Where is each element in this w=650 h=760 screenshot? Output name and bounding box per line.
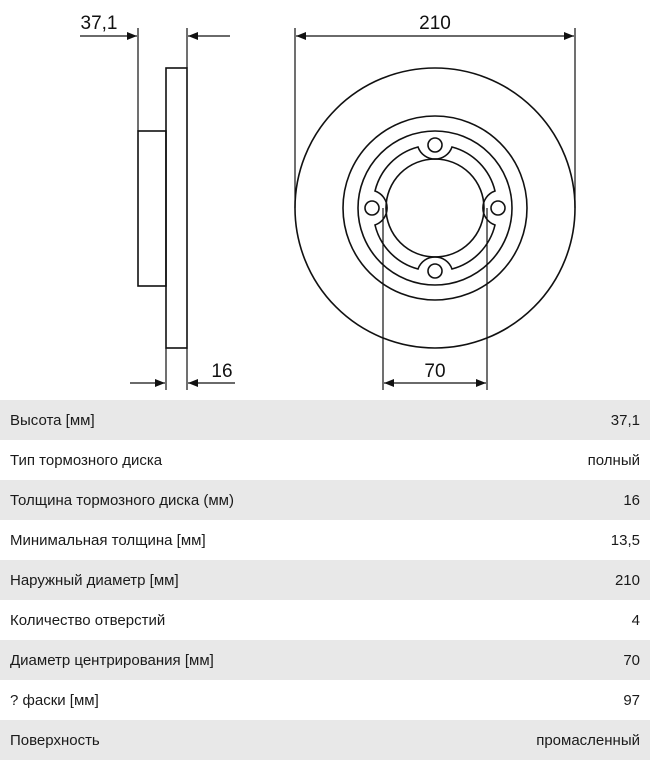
spec-value: 37,1 — [610, 411, 640, 429]
outer-diameter-dimension — [294, 28, 576, 208]
side-view-hub — [137, 130, 167, 287]
spec-value: 16 — [623, 491, 640, 509]
brake-disc-drawing: 37,1 16 210 70 — [80, 13, 576, 390]
spec-value: 97 — [623, 691, 640, 709]
center-bore-label: 70 — [424, 361, 445, 382]
spec-label: Толщина тормозного диска (мм) — [10, 491, 234, 509]
bolt-hole-bottom — [427, 263, 443, 279]
spec-label: Диаметр центрирования [мм] — [10, 651, 214, 669]
spec-label: Тип тормозного диска — [10, 451, 163, 469]
spec-value: 13,5 — [610, 531, 640, 549]
hub-lobed-flange — [374, 146, 496, 270]
thickness-dimension-label: 16 — [211, 361, 232, 382]
spec-value: 210 — [614, 571, 640, 589]
spec-value: 4 — [631, 611, 640, 629]
hub-outer-ring — [342, 115, 528, 301]
disc-outer-edge — [294, 67, 576, 349]
spec-label: Высота [мм] — [10, 411, 95, 429]
thickness-dimension — [130, 348, 235, 390]
spec-value: промасленный — [536, 731, 640, 749]
spec-label: Поверхность — [10, 731, 100, 749]
bolt-hole-top — [427, 137, 443, 153]
side-view-disc-plate — [165, 67, 188, 349]
spec-row: Наружный диаметр [мм] 210 — [0, 560, 650, 600]
outer-diameter-label: 210 — [419, 13, 451, 34]
front-view — [294, 67, 576, 349]
spec-row: Тип тормозного диска полный — [0, 440, 650, 480]
spec-value: полный — [587, 451, 640, 469]
bolt-hole-right — [490, 200, 506, 216]
bolt-hole-left — [364, 200, 380, 216]
spec-label: Количество отверстий — [10, 611, 166, 629]
spec-label: Наружный диаметр [мм] — [10, 571, 179, 589]
height-dimension — [80, 28, 230, 131]
hub-inner-ring — [357, 130, 513, 286]
spec-row: ? фаски [мм] 97 — [0, 680, 650, 720]
spec-label: Минимальная толщина [мм] — [10, 531, 206, 549]
spec-row: Количество отверстий 4 — [0, 600, 650, 640]
side-view — [137, 67, 188, 349]
spec-value: 70 — [623, 651, 640, 669]
spec-row: Толщина тормозного диска (мм) 16 — [0, 480, 650, 520]
spec-row: Минимальная толщина [мм] 13,5 — [0, 520, 650, 560]
spec-label: ? фаски [мм] — [10, 691, 99, 709]
spec-row: Поверхность промасленный — [0, 720, 650, 760]
spec-row: Высота [мм] 37,1 — [0, 400, 650, 440]
spec-row: Диаметр центрирования [мм] 70 — [0, 640, 650, 680]
center-bore — [385, 158, 485, 258]
center-bore-dimension — [382, 208, 488, 390]
height-dimension-label: 37,1 — [81, 13, 118, 34]
